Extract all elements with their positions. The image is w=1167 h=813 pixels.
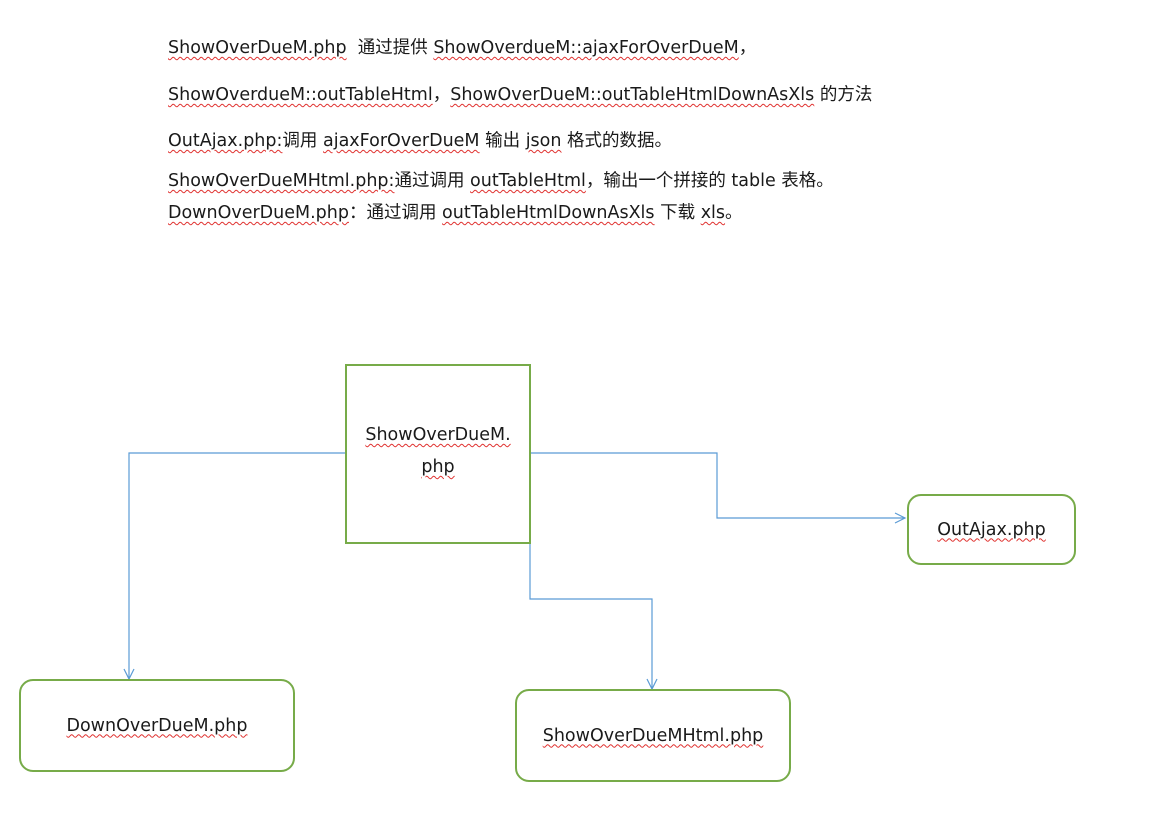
spellcheck-flagged-text: DownOverDueM.php — [168, 203, 349, 223]
spellcheck-flagged-text: ShowOverDueMHtml.php: — [168, 171, 395, 191]
description-text: 调用 — [282, 131, 323, 151]
description-line-4: ShowOverDueMHtml.php:通过调用 outTableHtml，输… — [168, 167, 834, 192]
description-text: ：通过调用 — [348, 203, 443, 223]
spellcheck-flagged-text: ajaxForOverDueM — [323, 131, 480, 151]
description-text: ， — [432, 85, 451, 105]
description-line-2: ShowOverdueM::outTableHtml，ShowOverDueM:… — [168, 81, 872, 106]
description-text: 格式的数据。 — [561, 131, 673, 151]
node-showoverduem-label-line2: php — [421, 457, 455, 477]
description-text: 的方法 — [814, 85, 873, 105]
spellcheck-flagged-text: ShowOverdueM::ajaxForOverDueM — [433, 38, 739, 58]
description-text: ，输出一个拼接的 table 表格。 — [585, 171, 834, 191]
spellcheck-flagged-text: ShowOverDueM::outTableHtmlDownAsXls — [450, 85, 815, 105]
node-outajax: OutAjax.php — [907, 494, 1076, 565]
description-text: 通过调用 — [394, 171, 471, 191]
description-text: 下载 — [654, 203, 701, 223]
connector-to-outajax — [530, 452, 907, 524]
connector-to-down — [123, 452, 346, 681]
node-downoverduem-label: DownOverDueM.php — [66, 715, 248, 736]
spellcheck-flagged-text: OutAjax.php: — [168, 131, 283, 151]
spellcheck-flagged-text: outTableHtml — [470, 171, 586, 191]
description-text: ， — [738, 38, 757, 58]
connector-to-html — [529, 508, 658, 691]
node-showoverduem: ShowOverDueM. php — [345, 364, 531, 544]
node-showoverduemhtml: ShowOverDueMHtml.php — [515, 689, 791, 782]
description-text: 。 — [725, 203, 743, 223]
description-text: 通过提供 — [346, 38, 434, 58]
description-text: 输出 — [479, 131, 526, 151]
spellcheck-flagged-text: json — [525, 131, 562, 151]
node-showoverduem-label-line1: ShowOverDueM. — [365, 425, 511, 445]
description-line-3: OutAjax.php:调用 ajaxForOverDueM 输出 json 格… — [168, 127, 672, 152]
spellcheck-flagged-text: xls — [700, 203, 726, 223]
node-downoverduem: DownOverDueM.php — [19, 679, 295, 772]
description-line-5: DownOverDueM.php：通过调用 outTableHtmlDownAs… — [168, 199, 743, 224]
description-line-1: ShowOverDueM.php 通过提供 ShowOverdueM::ajax… — [168, 34, 756, 59]
spellcheck-flagged-text: ShowOverdueM::outTableHtml — [168, 85, 433, 105]
spellcheck-flagged-text: ShowOverDueM.php — [168, 38, 347, 58]
node-outajax-label: OutAjax.php — [937, 519, 1046, 540]
spellcheck-flagged-text: outTableHtmlDownAsXls — [442, 203, 655, 223]
node-showoverduemhtml-label: ShowOverDueMHtml.php — [542, 725, 764, 746]
